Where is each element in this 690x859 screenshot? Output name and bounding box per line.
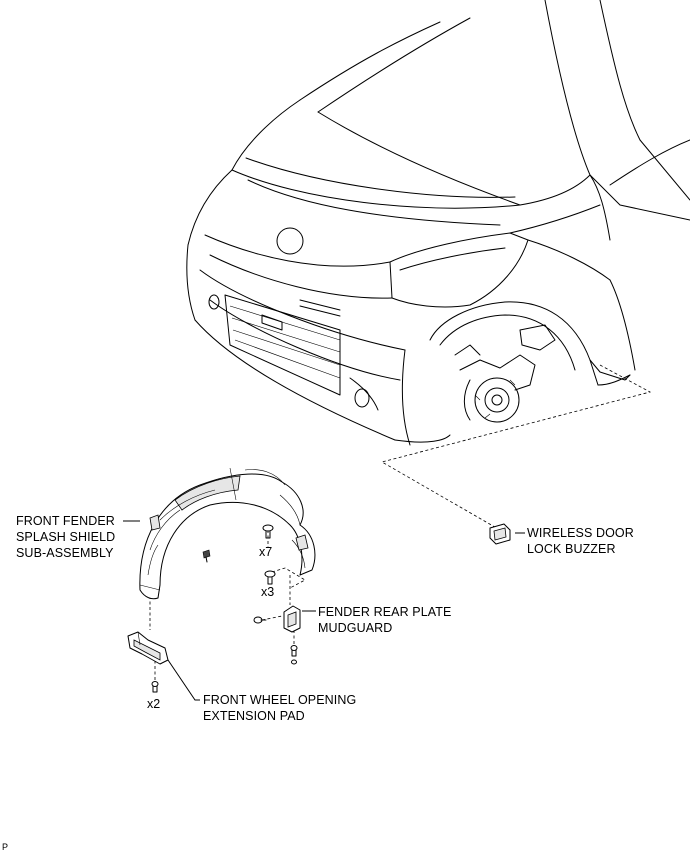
label-line: FRONT FENDER xyxy=(16,514,115,528)
label-line: FENDER REAR PLATE xyxy=(318,605,452,619)
quantity-clip-upper: x7 xyxy=(259,545,273,559)
label-line: SPLASH SHIELD xyxy=(16,530,116,544)
label-leaders xyxy=(123,520,525,701)
label-line: LOCK BUZZER xyxy=(527,542,616,556)
mudguard-side-screw xyxy=(253,616,267,624)
quantity-pad-screws: x2 xyxy=(147,697,161,711)
label-front-fender-splash-shield: FRONT FENDER SPLASH SHIELD SUB-ASSEMBLY xyxy=(16,513,115,561)
pad-screw xyxy=(151,681,159,693)
clip-lower xyxy=(264,570,276,585)
label-wireless-door-lock-buzzer: WIRELESS DOOR LOCK BUZZER xyxy=(527,525,634,557)
corner-code: P xyxy=(2,842,9,852)
clip-upper xyxy=(262,524,274,539)
brake-hub-assembly xyxy=(454,324,556,423)
label-line: FRONT WHEEL OPENING xyxy=(203,693,357,707)
vehicle-front-illustration xyxy=(186,0,690,446)
mudguard-bottom-screw xyxy=(290,645,298,665)
front-wheel-opening-extension-pad xyxy=(127,631,169,693)
quantity-clip-lower: x3 xyxy=(261,585,275,599)
front-fender-splash-shield xyxy=(139,467,316,600)
wireless-door-lock-buzzer xyxy=(489,523,511,545)
label-line: SUB-ASSEMBLY xyxy=(16,546,114,560)
fender-rear-plate-mudguard xyxy=(253,605,301,665)
label-line: MUDGUARD xyxy=(318,621,393,635)
label-line: WIRELESS DOOR xyxy=(527,526,634,540)
label-line: EXTENSION PAD xyxy=(203,709,305,723)
clip-shield-center xyxy=(202,549,211,563)
label-fender-rear-plate-mudguard: FENDER REAR PLATE MUDGUARD xyxy=(318,604,451,636)
label-front-wheel-opening-extension-pad: FRONT WHEEL OPENING EXTENSION PAD xyxy=(203,692,356,724)
